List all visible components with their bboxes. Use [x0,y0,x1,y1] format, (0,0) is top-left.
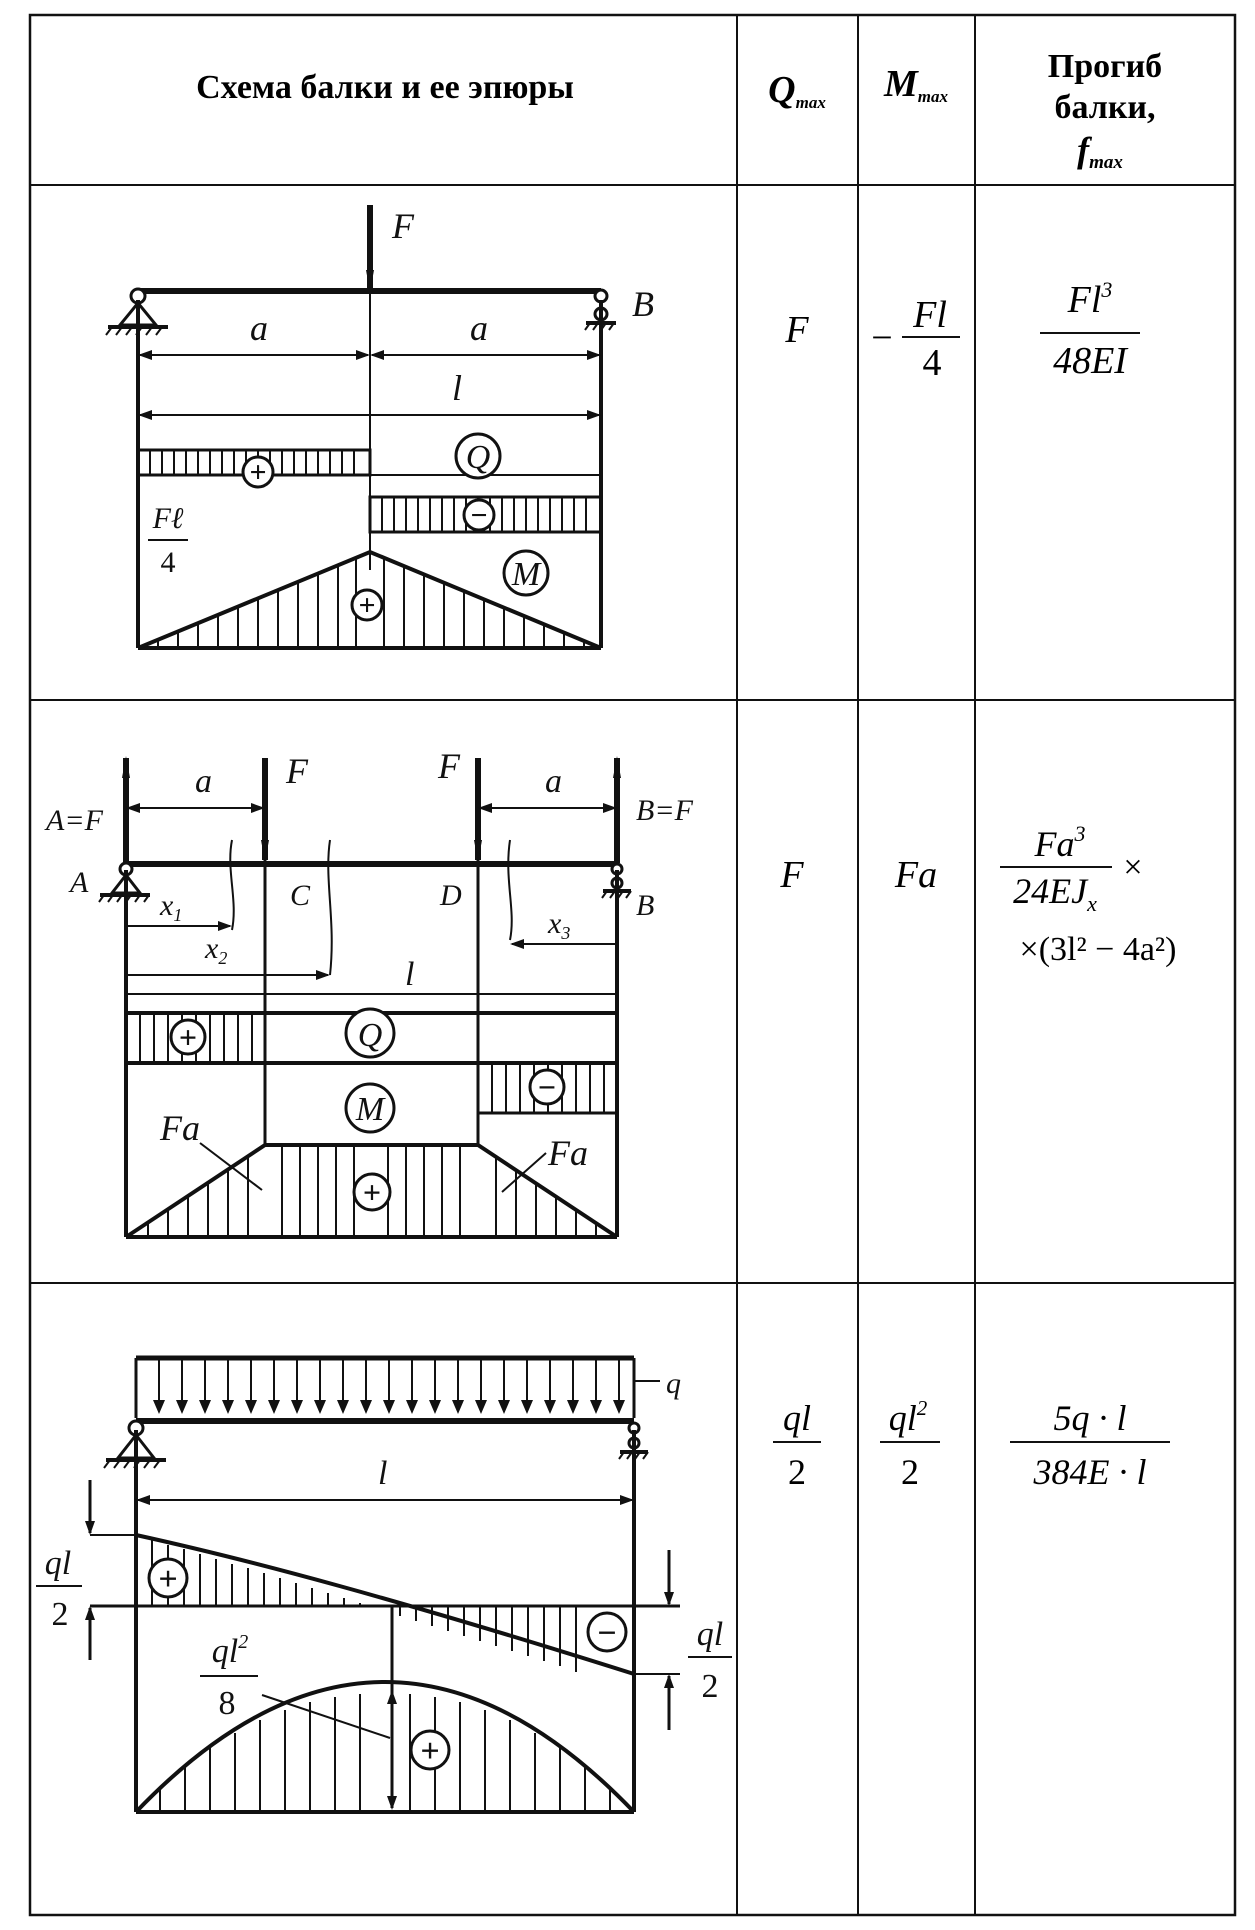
row3-q-ordinate-right-den: 2 [702,1668,719,1705]
row3-q-max-num: ql [783,1398,811,1438]
row2-q-minus-sign: − [538,1069,556,1105]
row3-q-ordinate-left-num: ql [45,1545,71,1582]
row1-deflection-num: Fl3 [1067,277,1113,321]
row2-force-left-label: F [285,751,309,791]
header-deflection-line1: Прогиб [1048,48,1162,85]
row1-deflection-den: 48EI [1053,340,1129,382]
row1-q-max: F [784,309,809,351]
row3-m-ordinate-num: ql2 [212,1631,248,1670]
row3-m-ordinate-den: 8 [219,1685,236,1722]
row2-deflection-num: Fa3 [1034,821,1086,864]
row2-reaction-a-label: A=F [44,804,104,837]
row1-moment-ordinate-den: 4 [161,546,176,579]
row1-m-plus-sign: + [358,589,375,622]
row2-m-plus-sign: + [363,1174,381,1210]
row2-dim-a-right: a [545,763,562,800]
row1-support-b-label: B [632,284,654,324]
row2-point-b-label: B [636,889,654,922]
row2-scheme: F F A=F B=F A B C D a a [44,746,694,1239]
row2-q-plus-sign: + [179,1019,197,1055]
row2-dim-a-left: a [195,763,212,800]
row3-q-plus-sign: + [158,1561,177,1598]
row2-force-right-label: F [437,746,461,786]
row3-scheme: q l + − ql [36,1355,732,1814]
row3-q-ordinate-right-num: ql [697,1616,723,1653]
table-grid [28,13,1237,1917]
row2-q-max: F [779,854,804,896]
row2-deflection-den: 24EJx [1013,871,1097,916]
row2-deflection-factor: ×(3l² − 4a²) [1020,931,1177,968]
roller-support-right-icon [618,1421,649,1460]
row1-moment-ordinate-num: Fℓ [152,502,184,535]
header-q-max: Qmax [768,69,826,112]
row1-q-label: Q [466,439,491,476]
row3-m-max-num: ql2 [889,1396,928,1438]
row1-m-label: M [511,556,542,593]
row3-dim-l: l [378,1455,387,1492]
header-m-max: Mmax [883,63,949,106]
row3-load-q-label: q [666,1367,681,1400]
row2-fa-left-label: Fa [159,1108,200,1148]
row3-values: ql 2 ql2 2 5q · l 384E · l [773,1396,1170,1492]
row2-q-label: Q [358,1017,383,1054]
row1-m-max-sign: − [871,317,892,359]
row3-q-max-den: 2 [788,1452,806,1492]
row1-dim-l: l [452,368,462,408]
table-header: Схема балки и ее эпюры Qmax Mmax Прогиб … [196,48,1162,173]
row3-deflection-den: 384E · l [1033,1452,1147,1492]
row2-point-d-label: D [439,879,462,912]
row1-scheme: F B a a l [105,205,654,650]
row2-dim-l: l [405,956,414,993]
row1-q-minus-sign: − [470,499,487,532]
row1-m-max-den: 4 [923,342,942,384]
row1-q-plus-sign: + [249,456,266,489]
row2-values: F Fa Fa3 × 24EJx ×(3l² − 4a²) [779,821,1176,968]
row2-m-label: M [355,1091,386,1128]
row2-fa-right-label: Fa [547,1133,588,1173]
row2-deflection-times: × [1123,849,1142,886]
row1-values: F − Fl 4 Fl3 48EI [784,277,1140,384]
row1-dim-a-right: a [470,308,488,348]
row1-force-label: F [391,206,415,246]
row2-x1-label: x1 [159,889,182,925]
row2-reaction-b-label: B=F [636,794,694,827]
row2-x3-label: x3 [547,907,570,943]
row2-point-a-label: A [68,866,89,899]
row1-dim-a-left: a [250,308,268,348]
row3-m-max-den: 2 [901,1452,919,1492]
row3-deflection-num: 5q · l [1053,1398,1126,1438]
row2-point-c-label: C [290,879,311,912]
row1-m-max-num: Fl [912,294,947,336]
row3-q-minus-sign: − [597,1615,616,1652]
row2-m-max: Fa [894,854,937,896]
header-deflection-line2: балки, [1054,89,1155,126]
header-f-max: fmax [1077,130,1123,173]
header-scheme: Схема балки и ее эпюры [196,69,574,106]
row3-q-ordinate-left-den: 2 [52,1596,69,1633]
row3-m-plus-sign: + [420,1733,439,1770]
row2-x2-label: x2 [204,932,227,968]
